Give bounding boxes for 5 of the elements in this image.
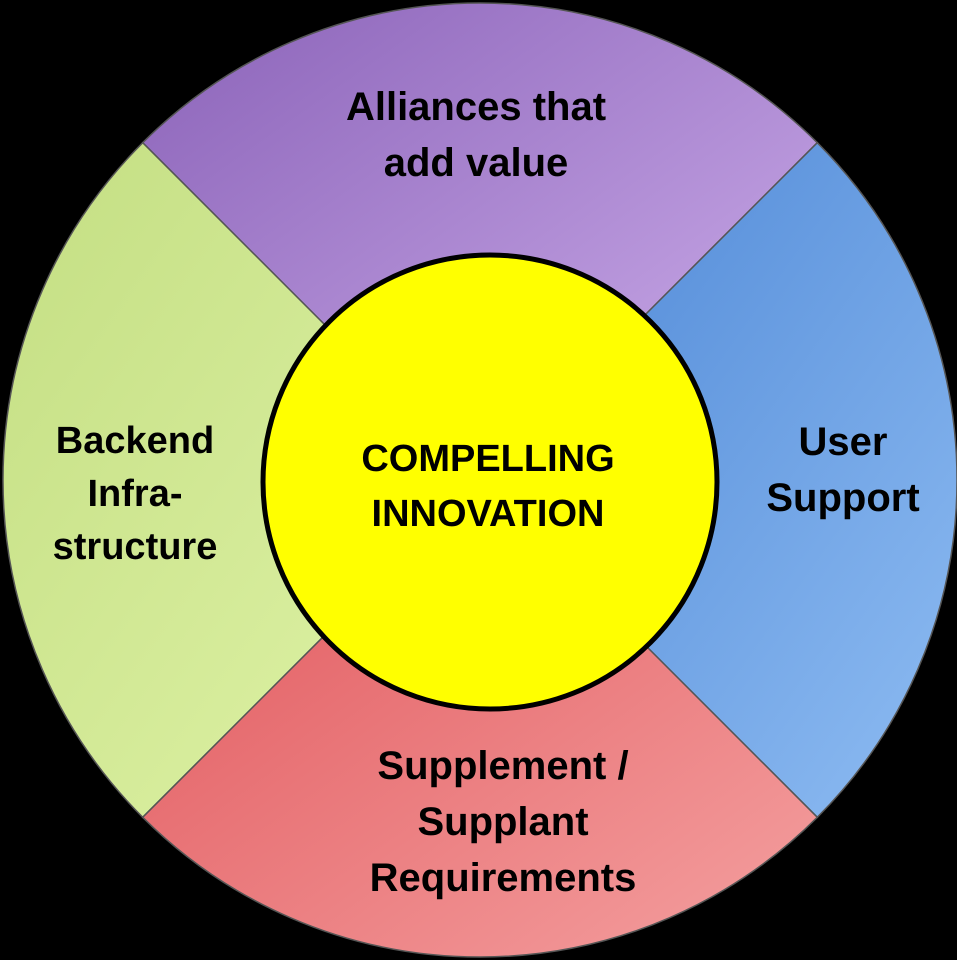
segment-label: User Support bbox=[765, 419, 921, 522]
segment-label: Alliances that add value bbox=[344, 84, 608, 187]
segment-label: Backend Infra- structure bbox=[52, 419, 218, 571]
segment-label: Supplement / Supplant Requirements bbox=[368, 743, 638, 902]
center-label: COMPELLING INNOVATION bbox=[360, 436, 616, 537]
